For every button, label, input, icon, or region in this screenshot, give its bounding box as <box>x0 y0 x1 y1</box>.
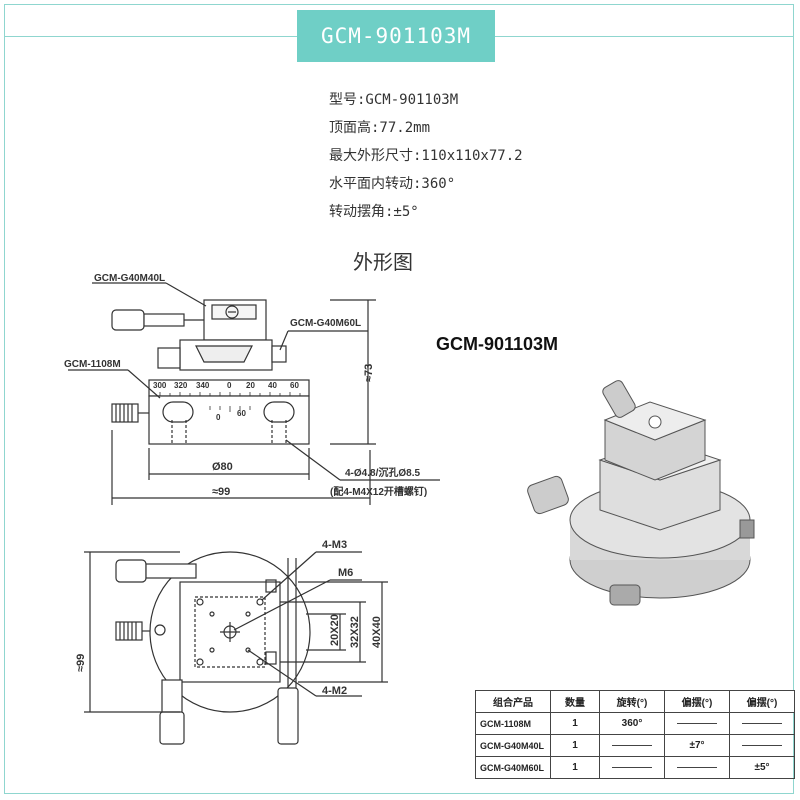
table-cell-empty <box>599 734 665 757</box>
table-cell: ±7° <box>664 734 730 757</box>
table-cell: 1 <box>550 734 600 757</box>
table-header-row: 组合产品 数量 旋转(°) 偏摆(°) 偏摆(°) <box>475 690 795 713</box>
model-label: GCM-901103M <box>436 334 559 354</box>
table-header: 偏摆(°) <box>729 690 795 713</box>
table-cell-empty <box>599 756 665 779</box>
combination-table: 组合产品 数量 旋转(°) 偏摆(°) 偏摆(°) GCM-1108M 1 36… <box>475 690 795 779</box>
spec-model: 型号:GCM-901103M <box>329 92 459 108</box>
table-cell: GCM-1108M <box>475 712 551 735</box>
table-cell-empty <box>729 712 795 735</box>
title-rule-left <box>4 36 297 37</box>
table-cell: ±5° <box>729 756 795 779</box>
page-frame <box>4 4 794 794</box>
table-cell: 1 <box>550 712 600 735</box>
table-cell-empty <box>729 734 795 757</box>
spec-max-size: 最大外形尺寸:110x110x77.2 <box>329 148 523 164</box>
table-header: 组合产品 <box>475 690 551 713</box>
table-header: 数量 <box>550 690 600 713</box>
title-banner: GCM-901103M <box>297 10 495 62</box>
spec-swing-angle: 转动摆角:±5° <box>329 204 419 220</box>
table-cell: 360° <box>599 712 665 735</box>
title-rule-right <box>495 36 794 37</box>
spec-list: 型号:GCM-901103M 顶面高:77.2mm 最大外形尺寸:110x110… <box>329 86 523 226</box>
table-cell-empty <box>664 712 730 735</box>
section-title: 外形图 <box>353 250 413 274</box>
table-header: 旋转(°) <box>599 690 665 713</box>
spec-top-height: 顶面高:77.2mm <box>329 120 431 136</box>
table-cell: GCM-G40M60L <box>475 756 551 779</box>
table-cell-empty <box>664 756 730 779</box>
spec-rotation: 水平面内转动:360° <box>329 176 456 192</box>
table-row: GCM-1108M 1 360° <box>475 712 795 735</box>
table-row: GCM-G40M60L 1 ±5° <box>475 756 795 779</box>
table-cell: GCM-G40M40L <box>475 734 551 757</box>
table-cell: 1 <box>550 756 600 779</box>
table-row: GCM-G40M40L 1 ±7° <box>475 734 795 757</box>
table-header: 偏摆(°) <box>664 690 730 713</box>
